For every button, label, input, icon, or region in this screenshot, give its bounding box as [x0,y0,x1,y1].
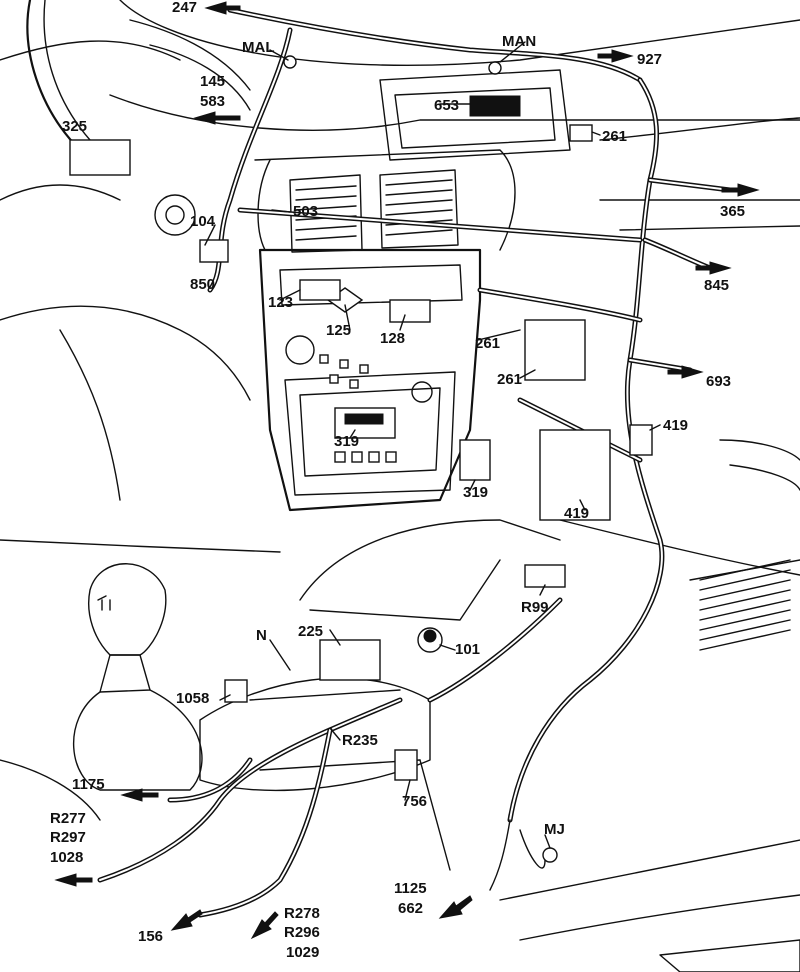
label-R297: R297 [50,829,86,846]
label-MAL: MAL [242,39,275,56]
label-128: 128 [380,330,405,347]
label-261-top: 261 [602,128,627,145]
label-261-low: 261 [497,371,522,388]
label-104: 104 [190,213,216,230]
arrow-1125 [438,895,473,919]
label-756: 756 [402,793,427,810]
connector-325 [69,139,131,176]
label-1058: 1058 [176,690,209,707]
label-1028: 1028 [50,849,83,866]
label-662: 662 [398,900,423,917]
arrow-1175 [120,788,159,802]
label-R99: R99 [521,599,549,616]
label-MJ: MJ [544,821,565,838]
label-365: 365 [720,203,745,220]
label-R235: R235 [342,732,378,749]
control-buttons [319,354,397,463]
label-845: 845 [704,277,729,294]
air-vents [289,169,459,253]
label-653: 653 [434,97,459,114]
arrow-1028 [54,873,93,887]
label-503: 503 [293,203,318,220]
label-101: 101 [455,641,480,658]
label-261-mid: 261 [475,335,500,352]
side-grille [699,559,791,651]
label-850: 850 [190,276,215,293]
label-1125: 1125 [394,880,427,897]
floor-tunnel [199,519,561,871]
arrow-365 [721,183,760,197]
arrow-247 [204,1,241,15]
label-N: N [256,627,267,644]
label-1029: 1029 [286,944,319,961]
label-1175: 1175 [72,776,105,793]
arrow-845 [695,261,732,275]
label-MAN: MAN [502,33,536,50]
label-R277: R277 [50,810,86,827]
label-145: 145 [200,73,225,90]
center-console [254,69,571,512]
label-325: 325 [62,118,87,135]
label-319-right: 319 [463,484,488,501]
label-319-center: 319 [334,433,359,450]
label-419-top: 419 [663,417,688,434]
label-927: 927 [637,51,662,68]
arrow-693 [667,365,704,379]
gear-shift [73,563,203,791]
callout-labels: 247 MAL MAN 927 145 583 653 261 325 365 … [50,0,745,961]
arrow-145 [193,111,241,125]
label-156: 156 [138,928,163,945]
label-693: 693 [706,373,731,390]
arrow-156 [170,909,203,931]
label-419-bottom: 419 [564,505,589,522]
label-125: 125 [326,322,351,339]
label-R278: R278 [284,905,320,922]
label-225: 225 [298,623,323,640]
label-247: 247 [172,0,197,16]
arrow-R278 [250,911,279,940]
label-123: 123 [268,294,293,311]
steering-wheel [26,0,251,236]
wire-harness [69,7,733,918]
label-583: 583 [200,93,225,110]
arrow-927 [597,49,634,63]
direction-arrows [54,1,760,940]
label-R296: R296 [284,924,320,941]
leader-lines [204,41,661,849]
